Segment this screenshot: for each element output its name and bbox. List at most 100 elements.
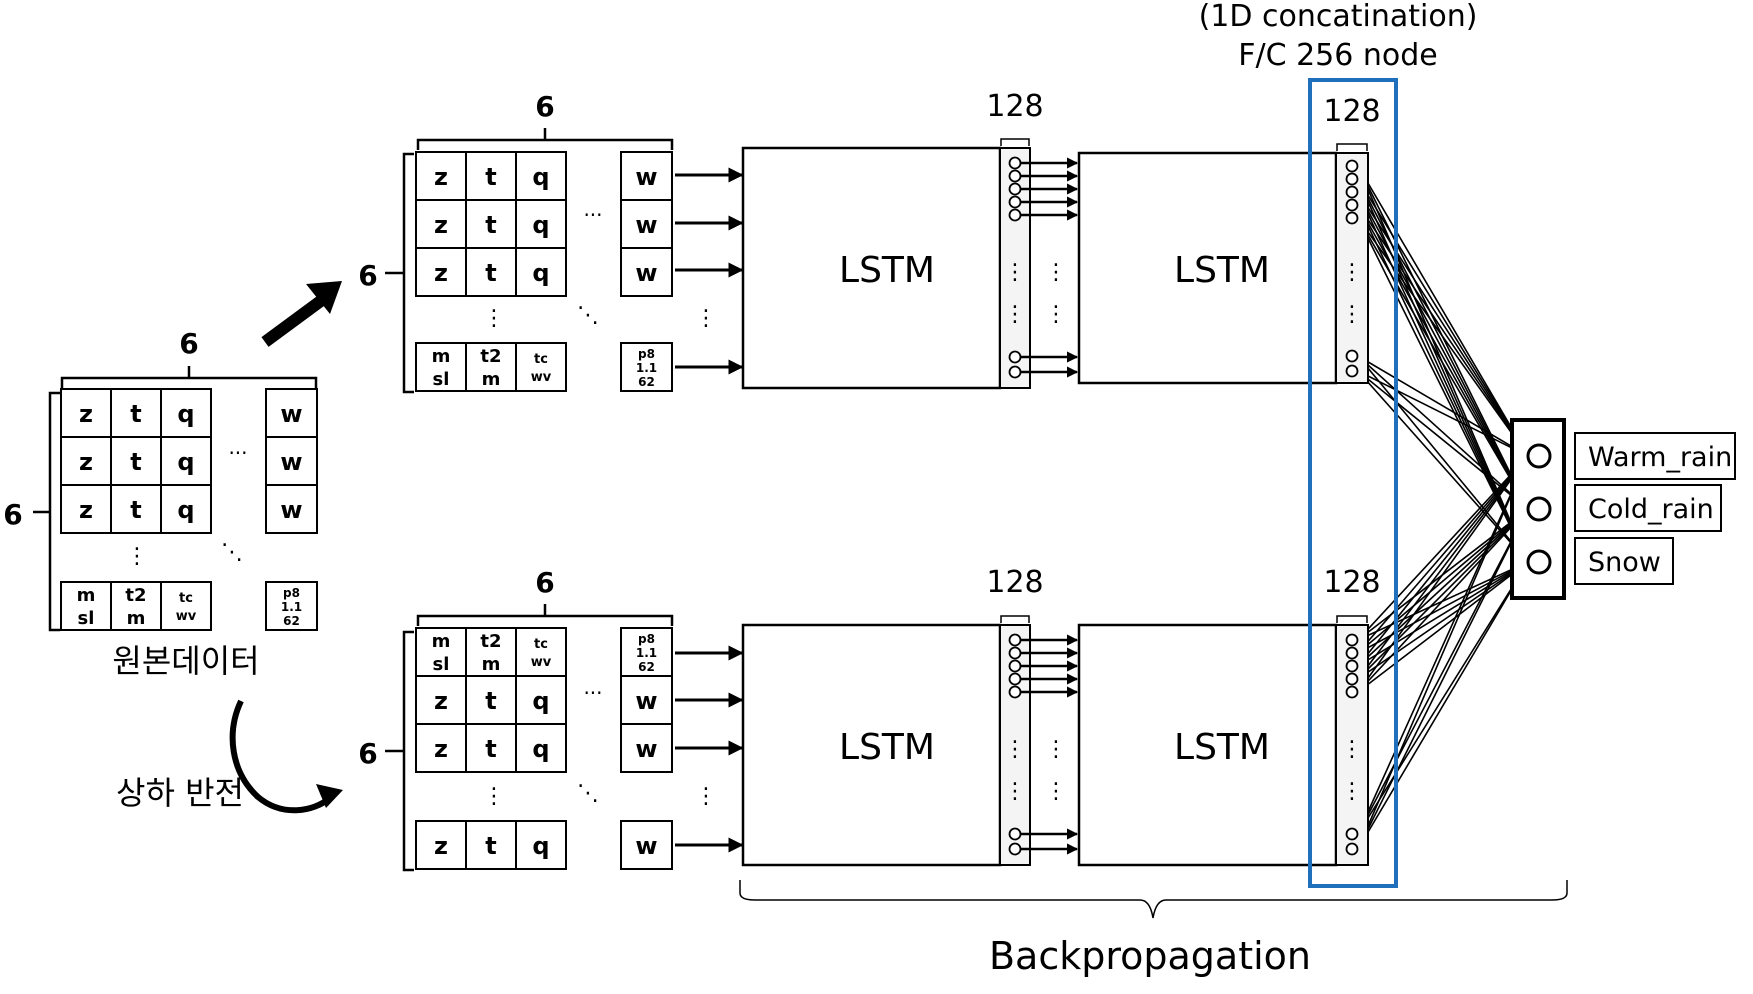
node-count-label: 128: [986, 565, 1043, 600]
svg-text:q: q: [177, 496, 194, 524]
grid-cell: t2m: [110, 581, 162, 631]
svg-text:t: t: [130, 496, 141, 524]
grid-cell: z: [415, 675, 467, 725]
grid-cell: z: [415, 723, 467, 773]
node-circle: [1345, 633, 1359, 647]
concatenation-highlight: (1D concatination) F/C 256 node: [1199, 0, 1477, 888]
panel-vdots: ⋮: [1004, 302, 1026, 327]
grid-cell-last: p81.162: [265, 581, 318, 631]
node-circle: [1345, 185, 1359, 199]
output-label-snow: Snow: [1588, 547, 1661, 578]
svg-text:t: t: [130, 400, 141, 428]
original-height-label: 6: [3, 498, 22, 531]
grid-cell: t: [465, 675, 517, 725]
node-circle: [1008, 672, 1022, 686]
grid-cell: q: [160, 388, 212, 438]
svg-text:m: m: [482, 369, 501, 390]
fc-connection: [1357, 508, 1529, 835]
svg-text:q: q: [532, 163, 549, 191]
fc-connection: [1357, 178, 1529, 563]
flip-arrow: 상하 반전: [116, 699, 343, 814]
fc-connection: [1357, 508, 1529, 850]
top-lstm-1: LSTM: [741, 146, 1031, 390]
output-labels: Warm_rain Cold_rain Snow: [1574, 432, 1736, 585]
grid-cell: q: [515, 151, 567, 201]
grid-cell: z: [415, 247, 467, 297]
hidden-node-circles: ⋮⋮⋮⋮⋮⋮⋮⋮: [1004, 156, 1363, 856]
grid-cell-last: w: [620, 199, 673, 249]
grid-cell: t: [110, 484, 162, 534]
node-circle: [1008, 685, 1022, 699]
svg-text:wv: wv: [176, 609, 197, 624]
between-vdots: ⋮: [1045, 779, 1067, 804]
fc-connection: [1357, 191, 1529, 457]
fc-connection: [1357, 165, 1529, 457]
grid-cell: z: [415, 199, 467, 249]
svg-text:w: w: [635, 211, 657, 239]
grid-cell-last: w: [265, 388, 318, 438]
node-circle: [1345, 349, 1359, 363]
node-circle: [1008, 842, 1022, 856]
svg-text:t: t: [485, 832, 496, 860]
top-height-label: 6: [358, 259, 377, 292]
between-vdots: ⋮: [1045, 302, 1067, 327]
original-ddots: ⋱: [221, 540, 243, 565]
node-circle: [1345, 827, 1359, 841]
fc-connection: [1357, 561, 1529, 835]
grid-cell-last: p81.162: [620, 627, 673, 677]
grid-cell-last: w: [620, 723, 673, 773]
original-data-label: 원본데이터: [112, 642, 259, 680]
svg-text:sl: sl: [78, 608, 95, 629]
output-label-cold-rain: Cold_rain: [1588, 494, 1714, 525]
bottom-vdots-1: ⋮: [483, 784, 505, 809]
original-hdots: ···: [228, 441, 247, 465]
node-circle: [1345, 646, 1359, 660]
grid-cell: z: [415, 820, 467, 870]
output-node-circle: [1526, 443, 1552, 469]
fc-connection: [1357, 508, 1529, 654]
fc-connection: [1357, 455, 1529, 850]
node-count-label: 128: [1323, 565, 1380, 600]
node-circle: [1345, 672, 1359, 686]
svg-text:q: q: [177, 400, 194, 428]
svg-text:m: m: [127, 608, 146, 629]
top-lstm-2: LSTM: [1077, 151, 1369, 385]
fc-connection: [1357, 204, 1529, 457]
lstm-label: LSTM: [839, 727, 935, 768]
grid-cell: msl: [415, 342, 467, 392]
node-circle: [1008, 182, 1022, 196]
fc-connection: [1357, 561, 1529, 680]
bottom-vdots-2: ⋮: [695, 784, 717, 809]
fc-connection: [1357, 217, 1529, 563]
svg-text:t: t: [485, 259, 496, 287]
panel-vdots: ⋮: [1004, 260, 1026, 285]
output-layer: [1510, 418, 1566, 600]
bottom-hdots: ···: [583, 681, 602, 705]
panel-vdots: ⋮: [1341, 779, 1363, 804]
grid-cell-last: w: [620, 820, 673, 870]
top-width-label: 6: [535, 90, 554, 123]
svg-text:1.1: 1.1: [636, 646, 657, 660]
backpropagation-label: Backpropagation: [989, 934, 1311, 978]
fc-connection: [1357, 217, 1529, 510]
svg-text:z: z: [434, 259, 448, 287]
top-vdots-1: ⋮: [483, 306, 505, 331]
svg-text:tc: tc: [534, 352, 548, 367]
fc-connection: [1357, 508, 1529, 667]
top-ddots: ⋱: [577, 303, 599, 328]
fc-connection: [1357, 178, 1529, 457]
output-node-circle: [1526, 496, 1552, 522]
svg-text:z: z: [434, 832, 448, 860]
node-count-label: 128: [986, 89, 1043, 124]
between-vdots: ⋮: [1045, 260, 1067, 285]
fc-connection: [1357, 355, 1529, 457]
fc-connection: [1357, 191, 1529, 510]
grid-cell: t: [110, 436, 162, 486]
svg-text:t2: t2: [125, 585, 146, 606]
